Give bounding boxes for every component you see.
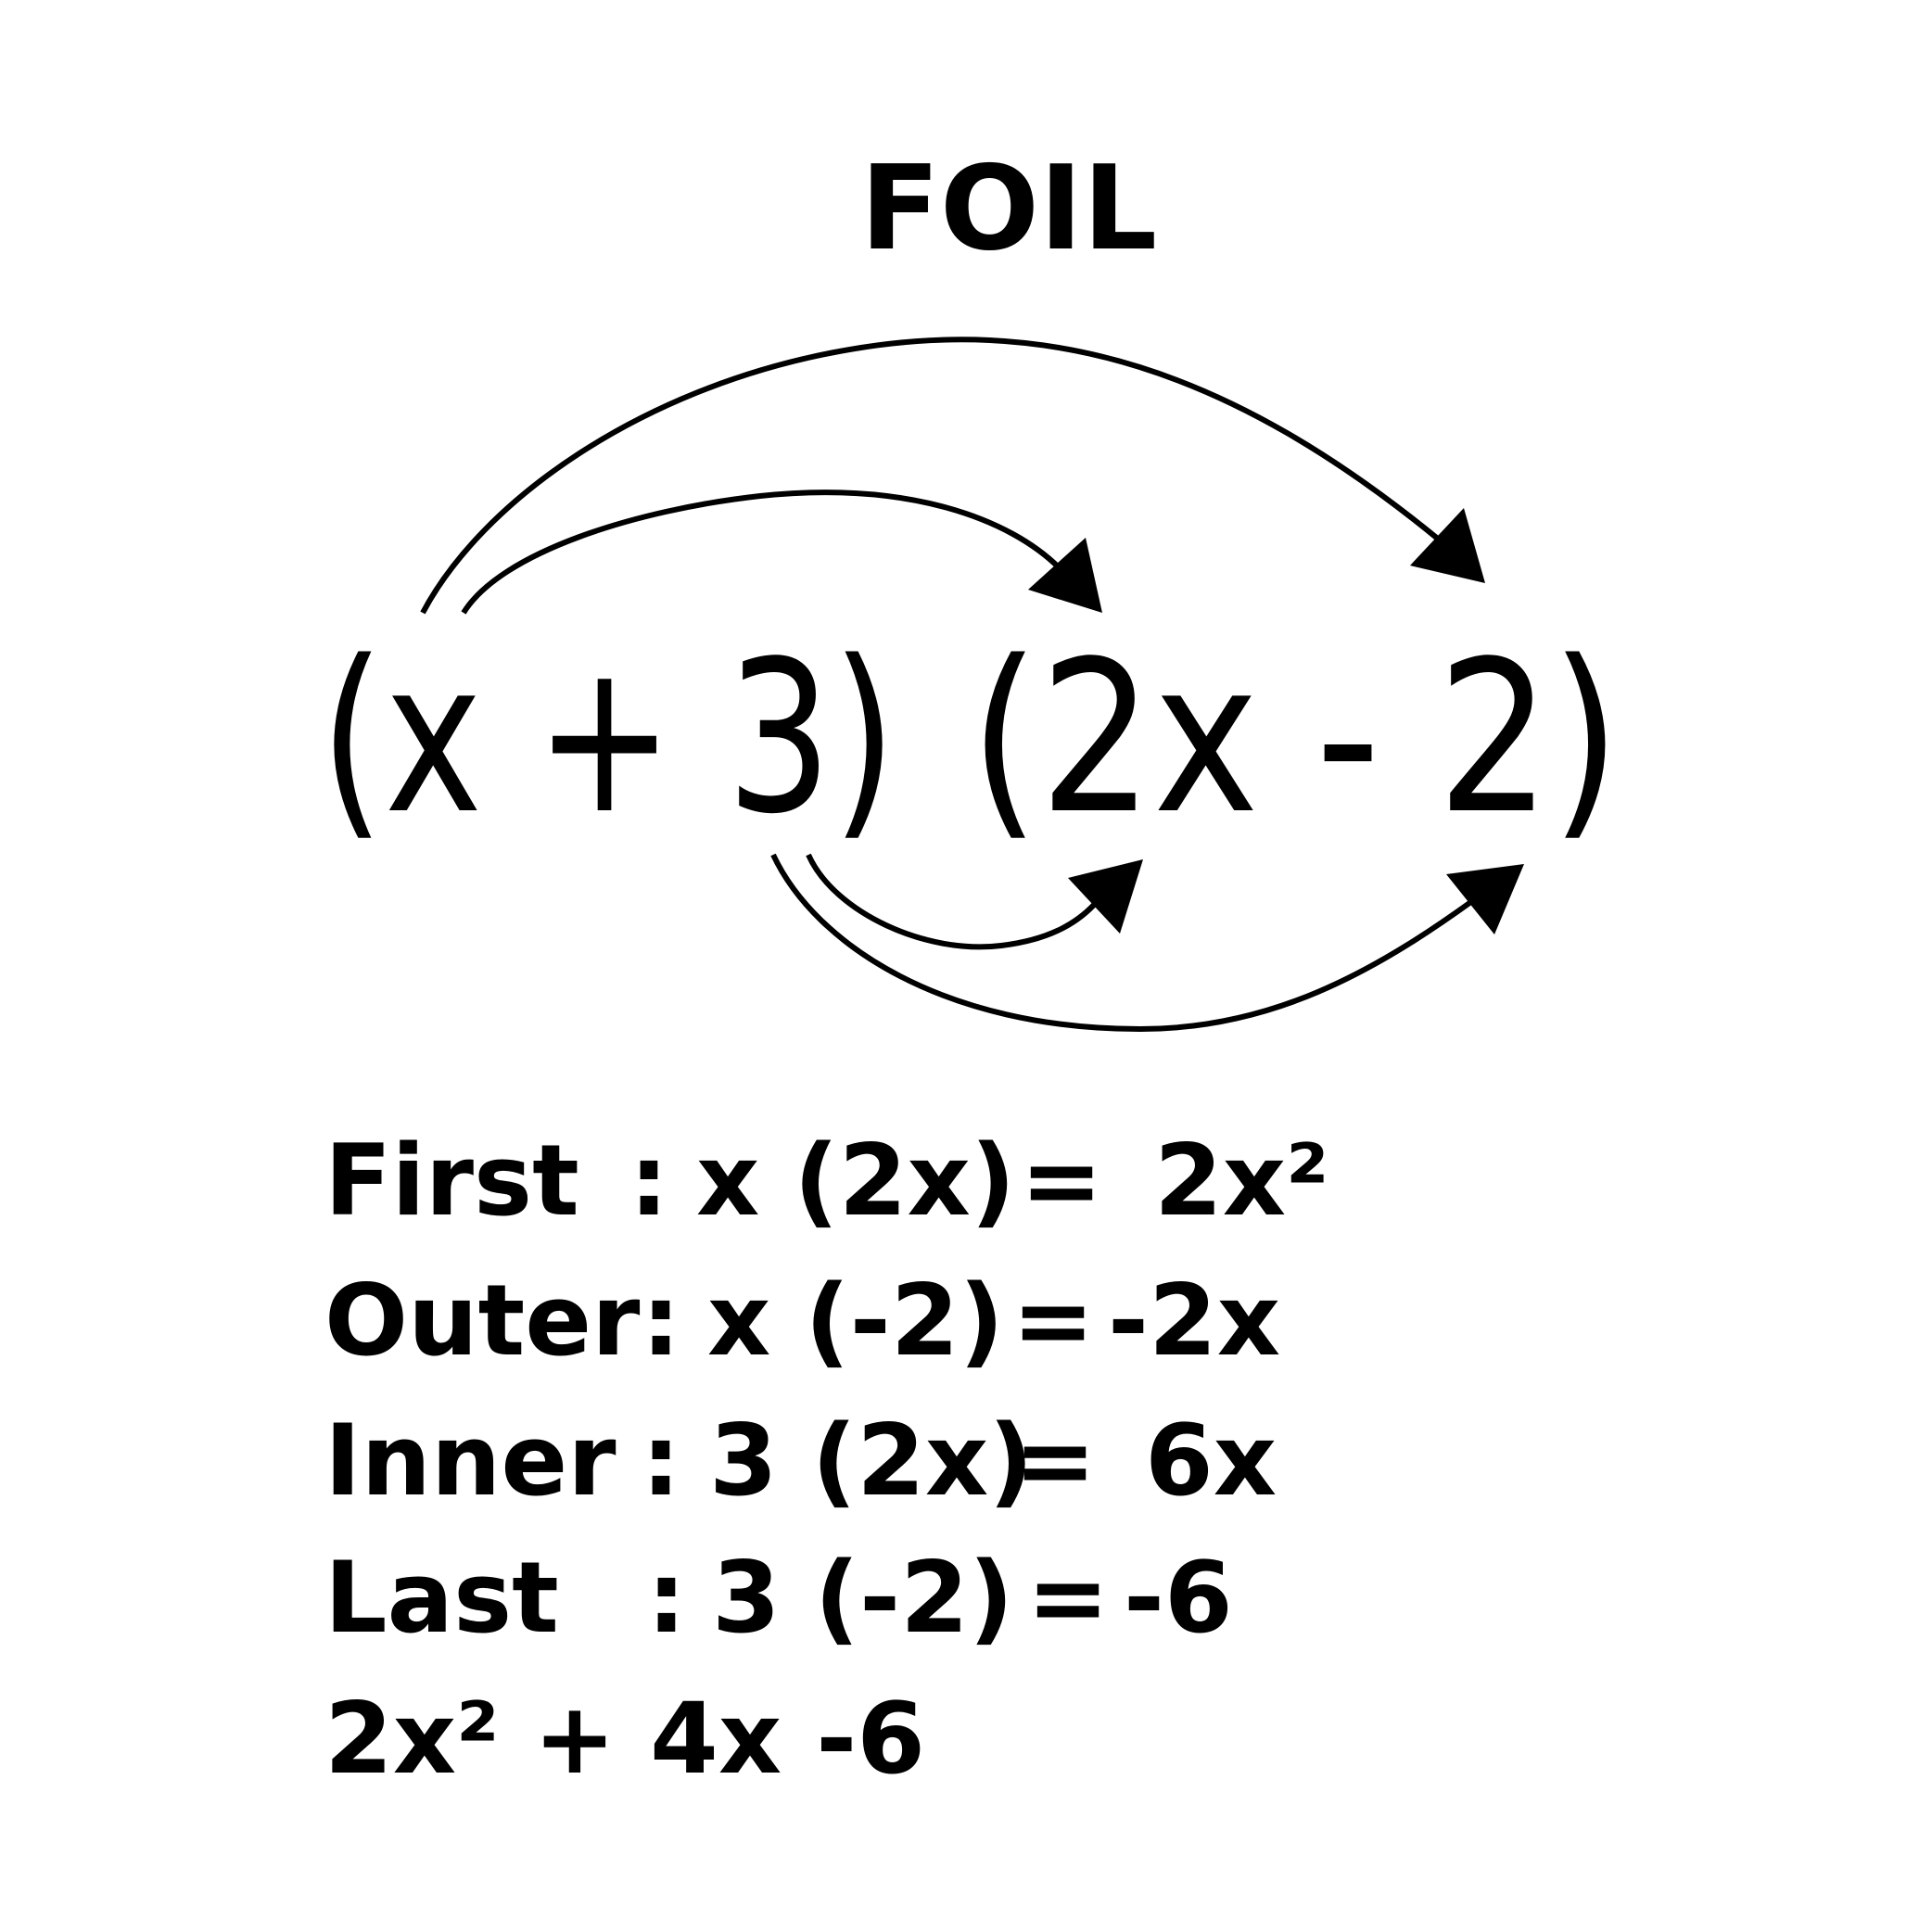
step-result: 6x: [1145, 1404, 1277, 1518]
step-label: Inner: [324, 1404, 616, 1518]
final-result: 2x² + 4x -6: [324, 1682, 925, 1796]
step-label: First: [324, 1124, 579, 1238]
step-first: First : x (2x) = 2x²: [324, 1124, 1329, 1238]
binomial-expression: (x + 3) (2x - 2): [320, 616, 1621, 860]
last-arc-arrow: [770, 853, 1474, 1033]
step-colon: :: [642, 1264, 680, 1378]
step-product: 3 (-2): [712, 1541, 1013, 1655]
step-product: 3 (2x): [709, 1404, 1034, 1518]
first-arrowhead: [1028, 538, 1102, 613]
first-arc-arrow: [461, 489, 1062, 615]
inner-arrowhead: [1068, 859, 1143, 934]
step-label: Last: [324, 1541, 559, 1655]
step-result: 2x²: [1154, 1124, 1329, 1238]
diagram-title: FOIL: [860, 140, 1157, 276]
step-equals: =: [1021, 1124, 1103, 1238]
step-result: -2x: [1108, 1264, 1280, 1378]
inner-arc-arrow: [806, 853, 1097, 950]
step-colon: :: [647, 1541, 686, 1655]
step-label: Outer: [324, 1264, 640, 1378]
step-product: x (-2): [707, 1264, 1004, 1378]
step-equals: =: [1014, 1404, 1097, 1518]
step-colon: :: [642, 1404, 680, 1518]
factor-two: (2x - 2): [970, 616, 1621, 860]
outer-arc-arrow: [420, 337, 1441, 615]
last-arrowhead: [1446, 864, 1524, 934]
step-outer: Outer : x (-2) = -2x: [324, 1264, 1280, 1378]
step-last: Last : 3 (-2) = -6: [324, 1541, 1233, 1655]
step-equals: =: [1012, 1264, 1095, 1378]
step-colon: :: [629, 1124, 668, 1238]
step-product: x (2x): [696, 1124, 1015, 1238]
step-result: -6: [1124, 1541, 1233, 1655]
step-equals: =: [1027, 1541, 1110, 1655]
outer-arrowhead: [1410, 508, 1485, 583]
factor-one: (x + 3): [320, 616, 896, 860]
step-inner: Inner : 3 (2x) = 6x: [324, 1404, 1277, 1518]
